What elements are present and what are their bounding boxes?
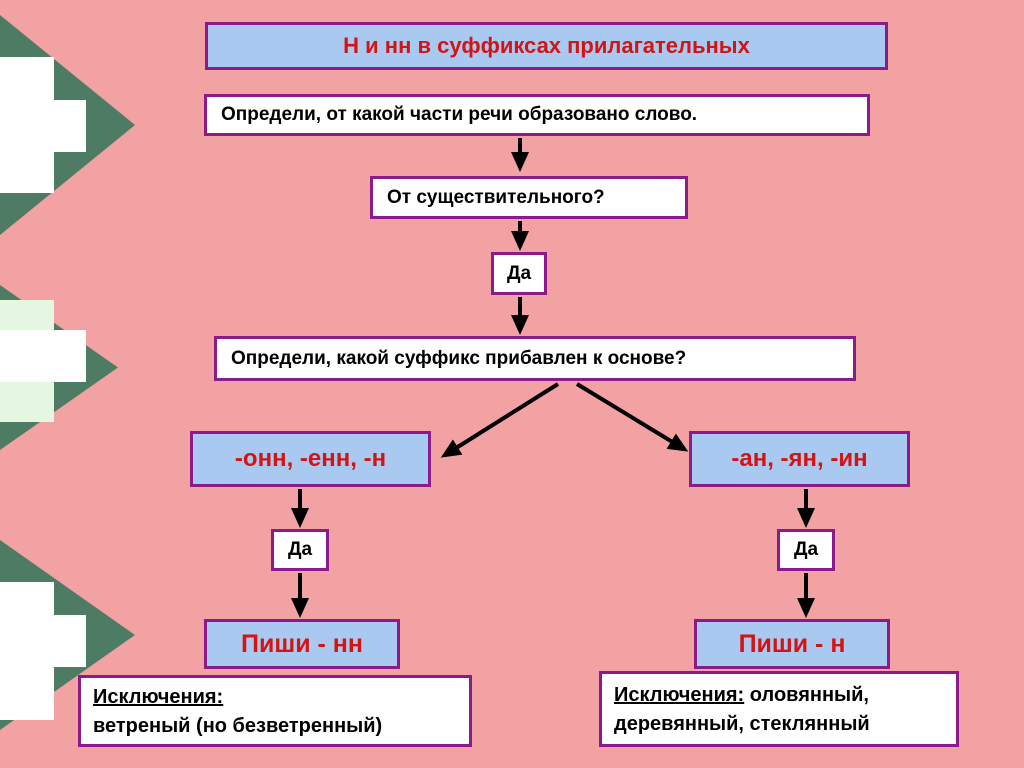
exceptions-label: Исключения: <box>93 686 224 708</box>
rule-write-n-label: Пиши - н <box>738 629 846 658</box>
step-which-suffix: Определи, какой суффикс прибавлен к осно… <box>214 336 856 381</box>
question-from-noun: От существительного? <box>370 176 688 219</box>
yes-label: Да <box>506 262 532 284</box>
step-which-suffix-label: Определи, какой суффикс прибавлен к осно… <box>231 347 687 369</box>
title-box: Н и нн в суффиксах прилагательных <box>205 22 888 70</box>
yes-label: Да <box>793 539 819 560</box>
suffix-an-yan-in-box: -ан, -ян, -ин <box>689 431 910 487</box>
plus-icon <box>0 100 86 152</box>
rule-write-n-box: Пиши - н <box>694 619 890 669</box>
rule-write-nn-label: Пиши - нн <box>241 629 363 658</box>
suffix-onn-enn-n-box: -онн, -енн, -н <box>190 431 431 487</box>
question-from-noun-label: От существительного? <box>387 186 605 208</box>
suffix-onn-enn-n-label: -онн, -енн, -н <box>234 445 387 472</box>
rule-write-nn-box: Пиши - нн <box>204 619 400 669</box>
plus-icon <box>0 615 86 667</box>
exceptions-left-text: ветреный (но безветренный) <box>93 715 383 737</box>
step-part-of-speech-label: Определи, от какой части речи образовано… <box>221 104 698 125</box>
plus-icon <box>0 330 86 382</box>
exceptions-right-line1: Исключения: оловянный, <box>614 681 946 710</box>
page-title: Н и нн в суффиксах прилагательных <box>343 33 750 58</box>
exceptions-right-line2: деревянный, стеклянный <box>614 713 870 735</box>
yes-box-top: Да <box>491 252 547 295</box>
exceptions-right-box: Исключения: оловянный, деревянный, стекл… <box>599 671 959 747</box>
suffix-an-yan-in-label: -ан, -ян, -ин <box>731 445 868 472</box>
yes-box-right: Да <box>777 529 835 571</box>
yes-label: Да <box>287 539 313 560</box>
yes-box-left: Да <box>271 529 329 571</box>
exceptions-label: Исключения: <box>614 684 745 706</box>
exceptions-right-text-start: оловянный, <box>749 684 869 706</box>
exceptions-left-box: Исключения: ветреный (но безветренный) <box>78 675 472 747</box>
step-part-of-speech: Определи, от какой части речи образовано… <box>204 94 870 136</box>
exceptions-left-heading: Исключения: <box>93 683 459 712</box>
